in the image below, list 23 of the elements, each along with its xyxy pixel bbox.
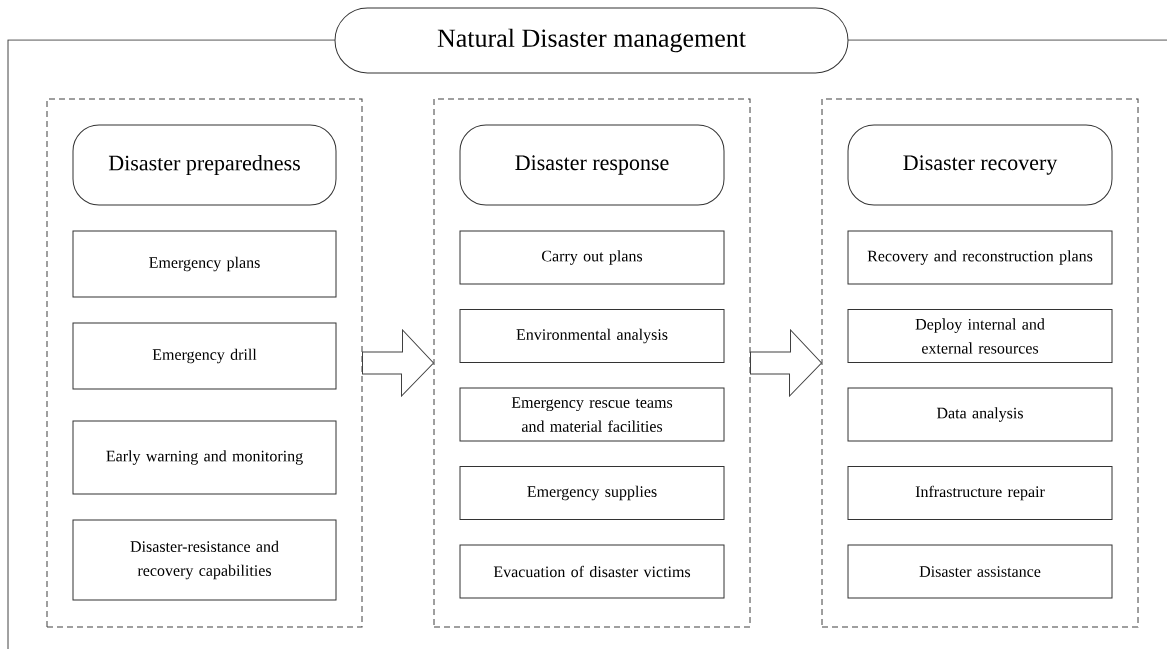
task-box: Carry out plans [459, 230, 725, 285]
block-arrow [362, 329, 434, 397]
task-box: Disaster assistance [847, 544, 1113, 599]
task-box: Emergency plans [72, 230, 337, 298]
phase-box: Disaster preparedness [72, 124, 337, 206]
title-box: Natural Disaster management [334, 7, 849, 74]
task-box: Emergency supplies [459, 466, 725, 520]
phase-box: Disaster recovery [847, 124, 1113, 206]
task-box: Infrastructure repair [847, 466, 1113, 520]
block-arrow [750, 329, 822, 397]
task-box: Early warning and monitoring [72, 420, 337, 495]
task-box: Environmental analysis [459, 309, 725, 363]
dashed-panel [433, 98, 751, 628]
task-box: Emergency drill [72, 322, 337, 390]
dashed-panel [821, 98, 1139, 628]
dashed-panel [46, 98, 363, 628]
task-box: Data analysis [847, 387, 1113, 442]
task-box: Evacuation of disaster victims [459, 544, 725, 599]
phase-box: Disaster response [459, 124, 725, 206]
task-box: Recovery and reconstruction plans [847, 230, 1113, 285]
task-box: Disaster-resistance and recovery capabilities [72, 519, 337, 601]
task-box: Emergency rescue teams and material facilities [459, 387, 725, 442]
task-box: Deploy internal and external resources [847, 309, 1113, 363]
